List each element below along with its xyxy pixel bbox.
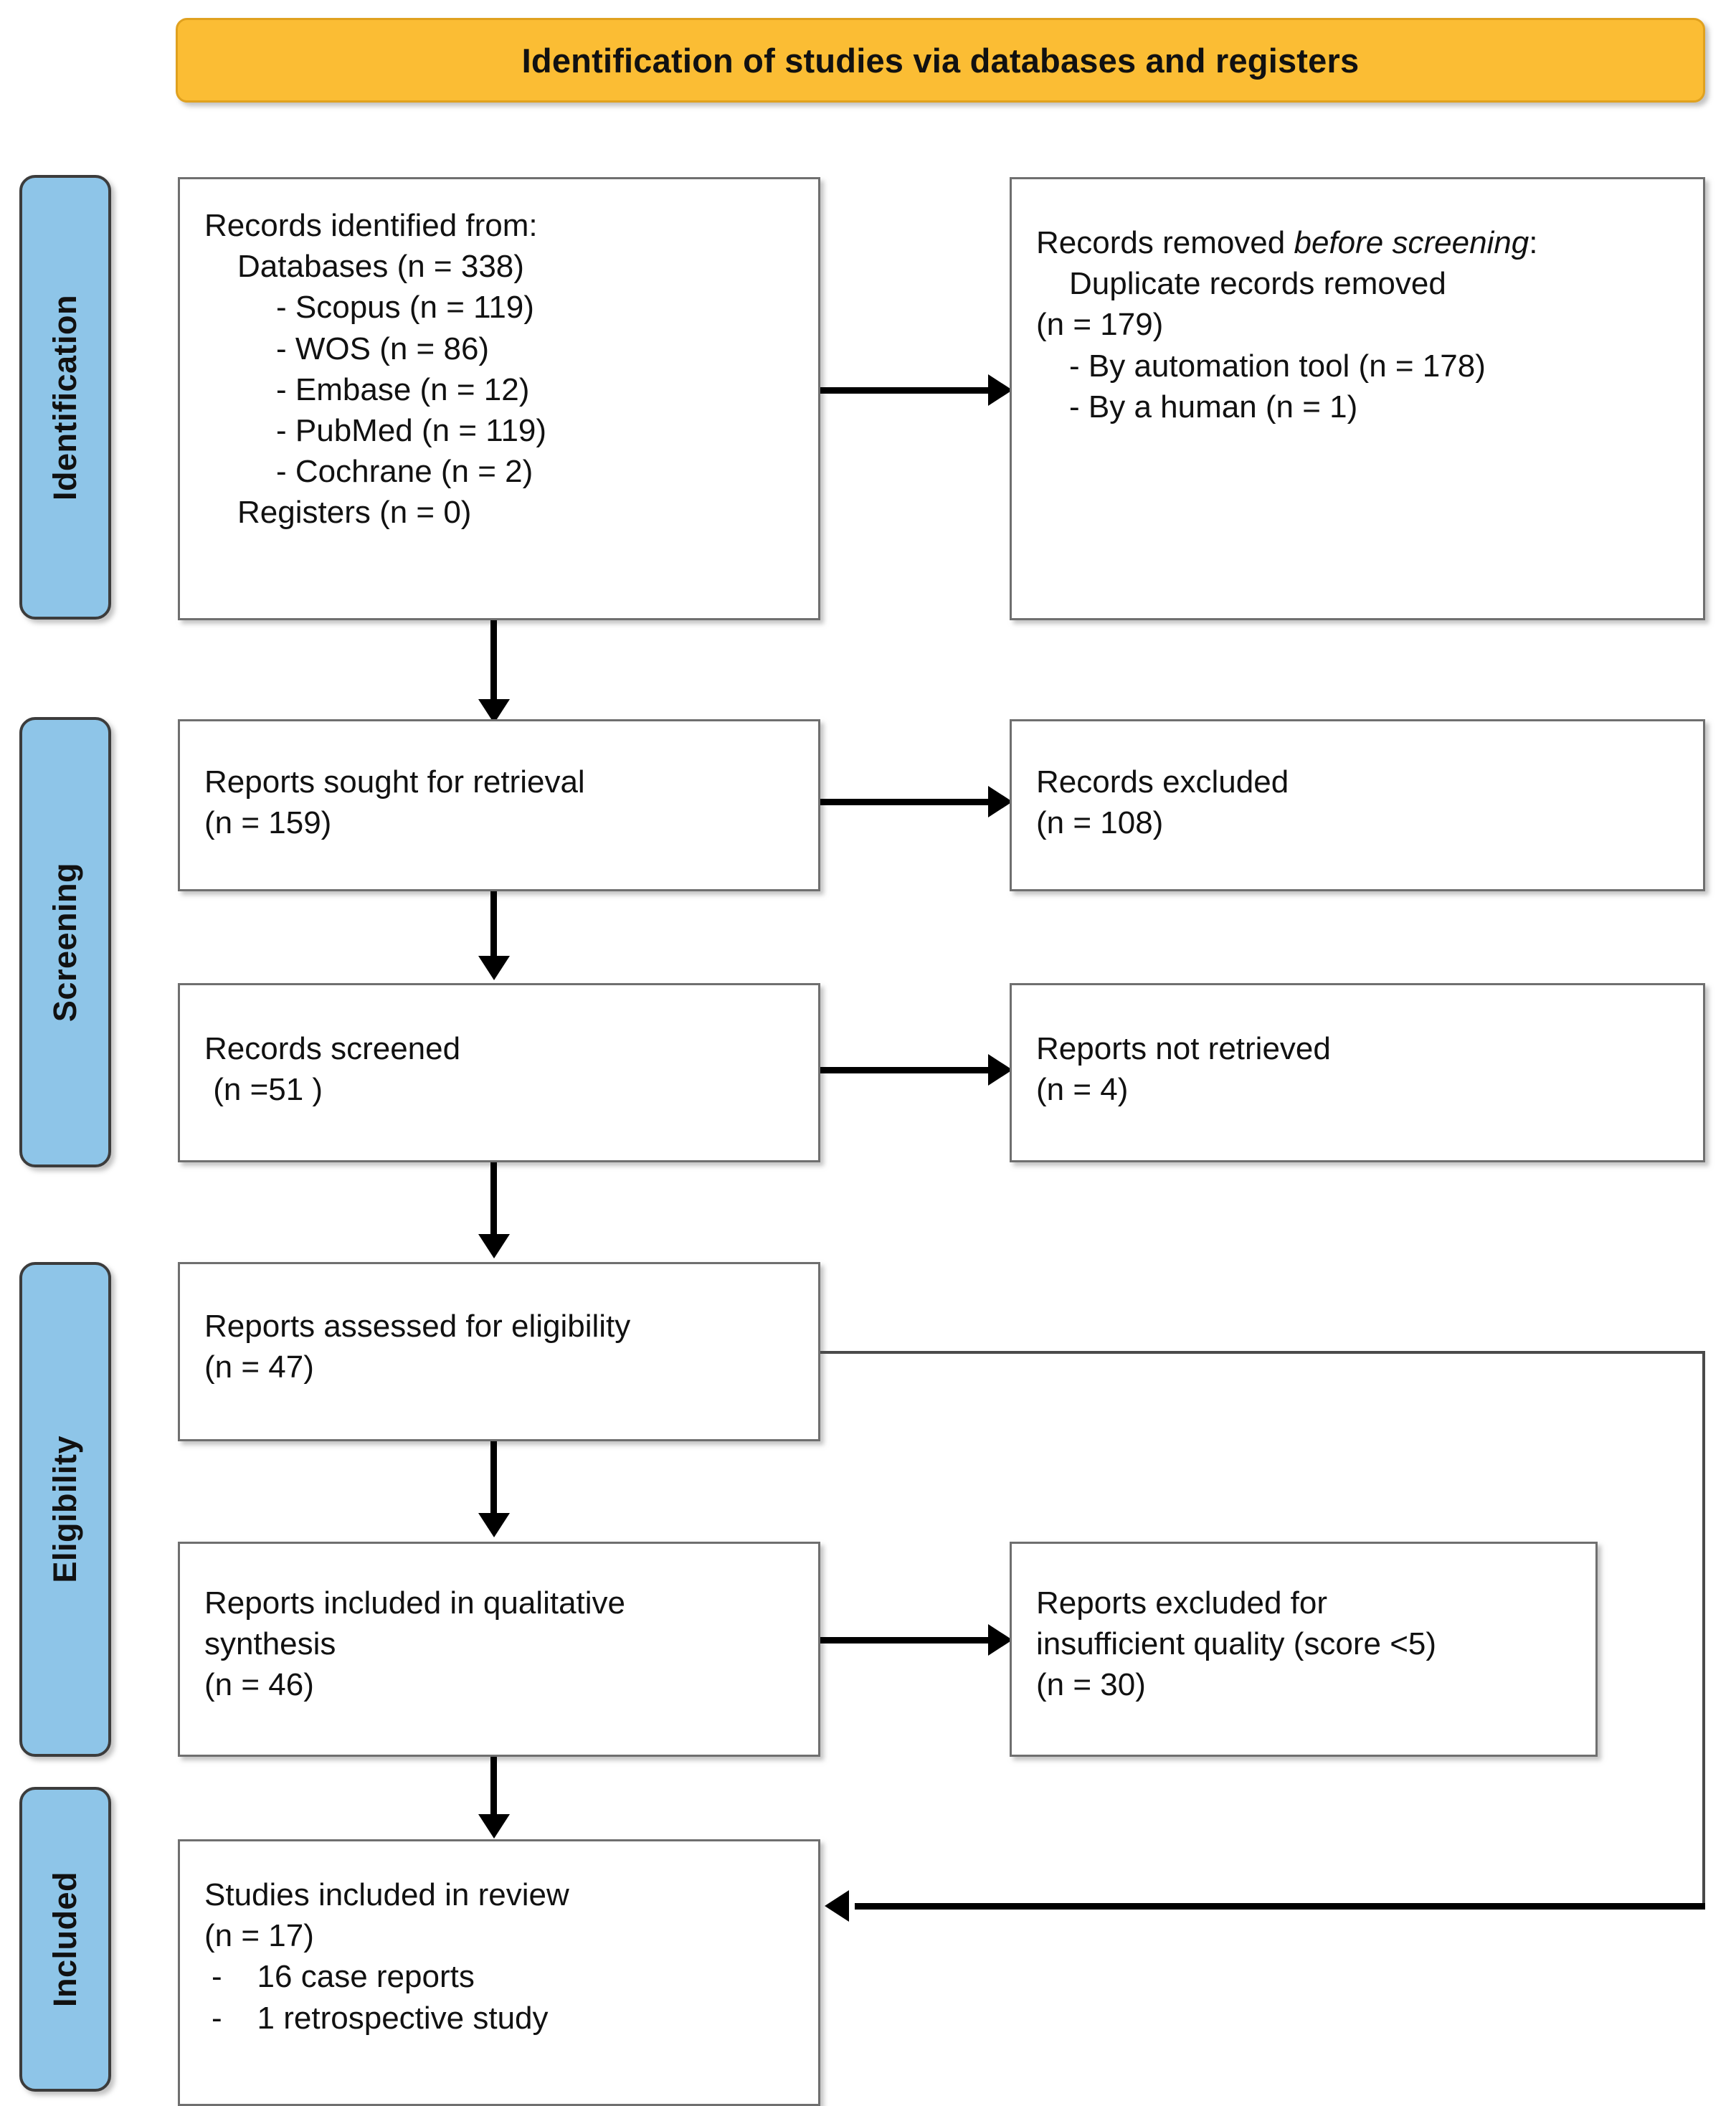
studies-included-line-0: Studies included in review: [204, 1877, 569, 1912]
records-excluded-line-0: Records excluded: [1036, 764, 1289, 800]
diagram-header-banner: Identification of studies via databases …: [176, 18, 1705, 103]
box-records-identified: Records identified from: Databases (n = …: [178, 177, 820, 620]
connector-screened-to-not-retrieved: [820, 1067, 992, 1073]
connector-qualitative-to-studies: [490, 1757, 497, 1821]
reports-qualitative-line-0: Reports included in qualitative: [204, 1585, 626, 1621]
reports-not-retrieved-line-1: (n = 4): [1036, 1072, 1129, 1108]
stage-tab-identification: Identification: [19, 175, 111, 620]
arrowhead-sought-to-screened: [478, 956, 510, 980]
records-identified-line-2: - Scopus (n = 119): [276, 290, 534, 326]
stage-label-eligibility: Eligibility: [47, 1436, 83, 1583]
arrowhead-qualitative-to-studies: [478, 1814, 510, 1839]
reports-excluded-quality-line-0: Reports excluded for: [1036, 1585, 1327, 1621]
arrowhead-screened-to-not-retrieved: [988, 1054, 1012, 1086]
connector-assessed-bypass-top: [820, 1351, 1705, 1354]
records-screened-line-1: (n =51 ): [204, 1072, 323, 1108]
box-reports-sought: Reports sought for retrieval (n = 159): [178, 719, 820, 891]
arrowhead-sought-to-excluded: [988, 786, 1012, 817]
records-removed-heading-suffix: :: [1529, 225, 1538, 260]
reports-sought-line-1: (n = 159): [204, 805, 332, 841]
connector-assessed-to-qualitative: [490, 1441, 497, 1520]
stage-label-screening: Screening: [47, 862, 83, 1023]
arrowhead-identified-to-removed: [988, 374, 1012, 406]
connector-qualitative-to-excluded-quality: [820, 1637, 992, 1643]
stage-label-identification: Identification: [47, 294, 83, 501]
connector-assessed-bypass-bottom: [855, 1903, 1705, 1910]
connector-identified-to-sought: [490, 620, 497, 706]
reports-sought-line-0: Reports sought for retrieval: [204, 764, 585, 800]
connector-sought-to-excluded: [820, 799, 992, 805]
arrowhead-screened-to-assessed: [478, 1234, 510, 1258]
stage-label-included: Included: [47, 1871, 83, 2007]
records-identified-line-7: Registers (n = 0): [237, 495, 472, 531]
records-identified-line-3: - WOS (n = 86): [276, 331, 490, 366]
records-excluded-line-1: (n = 108): [1036, 805, 1164, 841]
connector-screened-to-assessed: [490, 1162, 497, 1241]
records-identified-line-5: - PubMed (n = 119): [276, 412, 547, 448]
box-records-excluded: Records excluded (n = 108): [1010, 719, 1705, 891]
studies-included-line-2: - 16 case reports: [212, 1959, 475, 1995]
records-screened-line-0: Records screened: [204, 1031, 461, 1066]
diagram-title: Identification of studies via databases …: [521, 41, 1360, 80]
records-identified-line-0: Records identified from:: [204, 208, 538, 243]
arrowhead-assessed-to-qualitative: [478, 1513, 510, 1537]
reports-qualitative-line-1: synthesis: [204, 1626, 336, 1662]
records-identified-line-4: - Embase (n = 12): [276, 371, 530, 407]
stage-tab-screening: Screening: [19, 717, 111, 1167]
box-studies-included: Studies included in review (n = 17) - 16…: [178, 1839, 820, 2106]
records-removed-line-1: (n = 179): [1036, 307, 1164, 343]
box-records-removed: Records removed before screening: Duplic…: [1010, 177, 1705, 620]
connector-assessed-bypass-right: [1702, 1351, 1705, 1906]
reports-excluded-quality-line-1: insufficient quality (score <5): [1036, 1626, 1437, 1662]
box-reports-qualitative: Reports included in qualitative synthesi…: [178, 1542, 820, 1757]
stage-tab-included: Included: [19, 1787, 111, 2092]
records-removed-heading: Records removed before screening:: [1036, 222, 1682, 263]
reports-assessed-line-1: (n = 47): [204, 1350, 314, 1385]
records-removed-line-0: Duplicate records removed: [1069, 266, 1446, 302]
reports-not-retrieved-line-0: Reports not retrieved: [1036, 1031, 1331, 1066]
box-reports-excluded-quality: Reports excluded for insufficient qualit…: [1010, 1542, 1598, 1757]
stage-tab-eligibility: Eligibility: [19, 1262, 111, 1757]
reports-qualitative-line-2: (n = 46): [204, 1667, 314, 1703]
studies-included-line-1: (n = 17): [204, 1918, 314, 1954]
reports-excluded-quality-line-2: (n = 30): [1036, 1667, 1146, 1703]
box-records-screened: Records screened (n =51 ): [178, 983, 820, 1162]
records-removed-heading-prefix: Records removed: [1036, 225, 1294, 260]
box-reports-assessed: Reports assessed for eligibility (n = 47…: [178, 1262, 820, 1441]
arrowhead-qualitative-to-excluded-quality: [988, 1624, 1012, 1656]
records-identified-line-1: Databases (n = 338): [237, 249, 524, 285]
arrowhead-bypass-to-studies: [825, 1890, 849, 1922]
records-identified-line-6: - Cochrane (n = 2): [276, 454, 533, 490]
connector-sought-to-screened: [490, 891, 497, 963]
records-removed-heading-italic: before screening: [1294, 225, 1529, 260]
box-reports-not-retrieved: Reports not retrieved (n = 4): [1010, 983, 1705, 1162]
records-removed-line-2: - By automation tool (n = 178): [1069, 348, 1486, 384]
reports-assessed-line-0: Reports assessed for eligibility: [204, 1309, 631, 1344]
records-removed-line-3: - By a human (n = 1): [1069, 389, 1358, 424]
studies-included-line-3: - 1 retrospective study: [212, 2000, 549, 2036]
connector-identified-to-removed: [820, 387, 992, 394]
